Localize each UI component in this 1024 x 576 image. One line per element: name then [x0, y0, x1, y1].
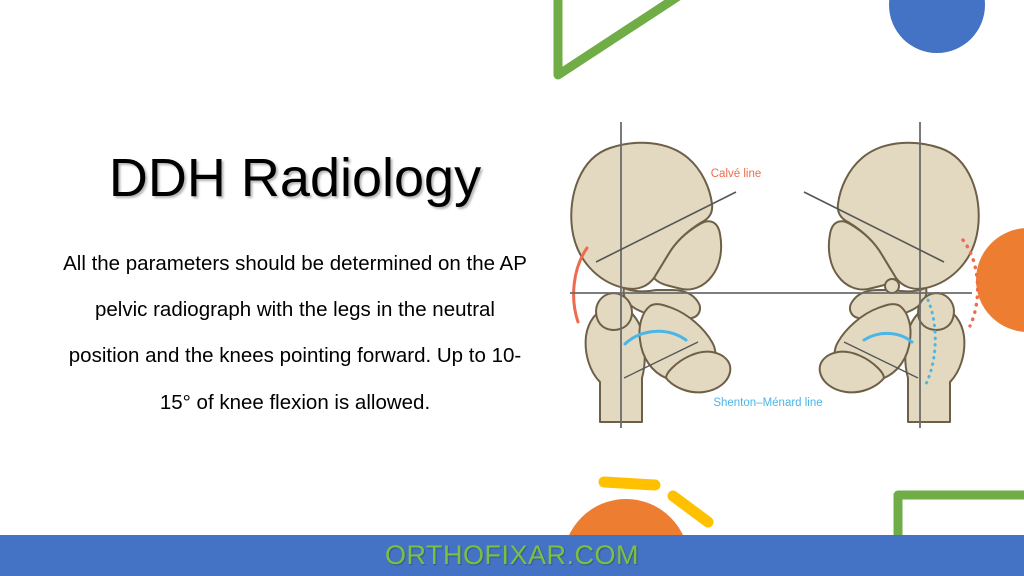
shenton-leader-right [843, 341, 919, 379]
shenton-menard-line-label: Shenton–Ménard line [713, 397, 822, 409]
ossific-nucleus [884, 278, 900, 294]
shenton-arc-left [623, 329, 688, 346]
blue-half-circle [889, 0, 985, 53]
slide-body-text: All the parameters should be determined … [63, 251, 527, 414]
text-column: DDH Radiology All the parameters should … [60, 150, 530, 426]
shenton-leader-left [623, 341, 699, 379]
shenton-arc-right-dotted [924, 298, 937, 386]
calve-leader-left [595, 191, 737, 263]
footer-branding: ORTHOFIXAR.COM [384, 540, 639, 570]
shenton-arc-right-solid [862, 332, 914, 344]
green-triangle-outline [553, 0, 681, 80]
calve-arc-right-dotted [961, 238, 980, 328]
yellow-dash-diagonal [667, 490, 714, 528]
left-hip-group [570, 141, 732, 423]
footer-bar [0, 535, 1024, 576]
calve-arc-left [572, 246, 589, 324]
yellow-dash-horizontal [598, 476, 661, 491]
right-hip-group [818, 141, 980, 423]
calve-line-label: Calvé line [711, 168, 762, 180]
ddh-pelvis-diagram: Calvé line Shenton–Ménard line [540, 110, 1010, 430]
page-title: DDH Radiology [108, 148, 482, 208]
calve-leader-right [803, 191, 945, 263]
